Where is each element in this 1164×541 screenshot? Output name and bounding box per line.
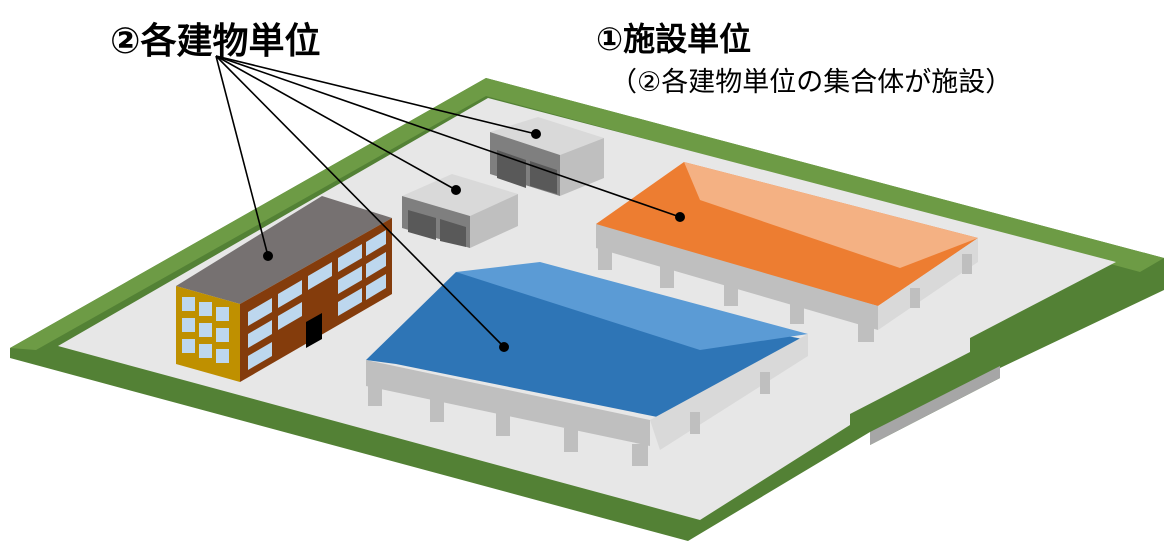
site-fence-top	[10, 78, 1164, 350]
marker-storage-rear	[531, 129, 541, 139]
marker-blue-warehouse	[499, 342, 509, 352]
marker-office	[263, 251, 273, 261]
facility-unit-note: （②各建物単位の集合体が施設）	[610, 67, 1013, 98]
office-roof	[176, 196, 392, 304]
leader-line-office	[215, 55, 269, 257]
leader-line-storage-rear	[215, 55, 537, 135]
warehouse-orange	[596, 162, 978, 342]
office-door	[306, 313, 322, 348]
facility-unit-label: ①施設単位	[596, 20, 752, 58]
warehouse-blue	[366, 262, 808, 466]
building-markers	[263, 129, 685, 352]
site-road	[870, 366, 1000, 445]
building-unit-label: ②各建物単位	[110, 21, 321, 62]
leader-line-storage-front	[215, 55, 457, 191]
marker-storage-front	[451, 185, 461, 195]
leader-line-blue-warehouse	[215, 55, 505, 348]
storage-building-front	[402, 174, 518, 248]
leader-lines	[215, 55, 681, 348]
marker-orange-warehouse	[675, 212, 685, 222]
office-building	[176, 196, 392, 382]
leader-line-orange-warehouse	[215, 55, 681, 218]
